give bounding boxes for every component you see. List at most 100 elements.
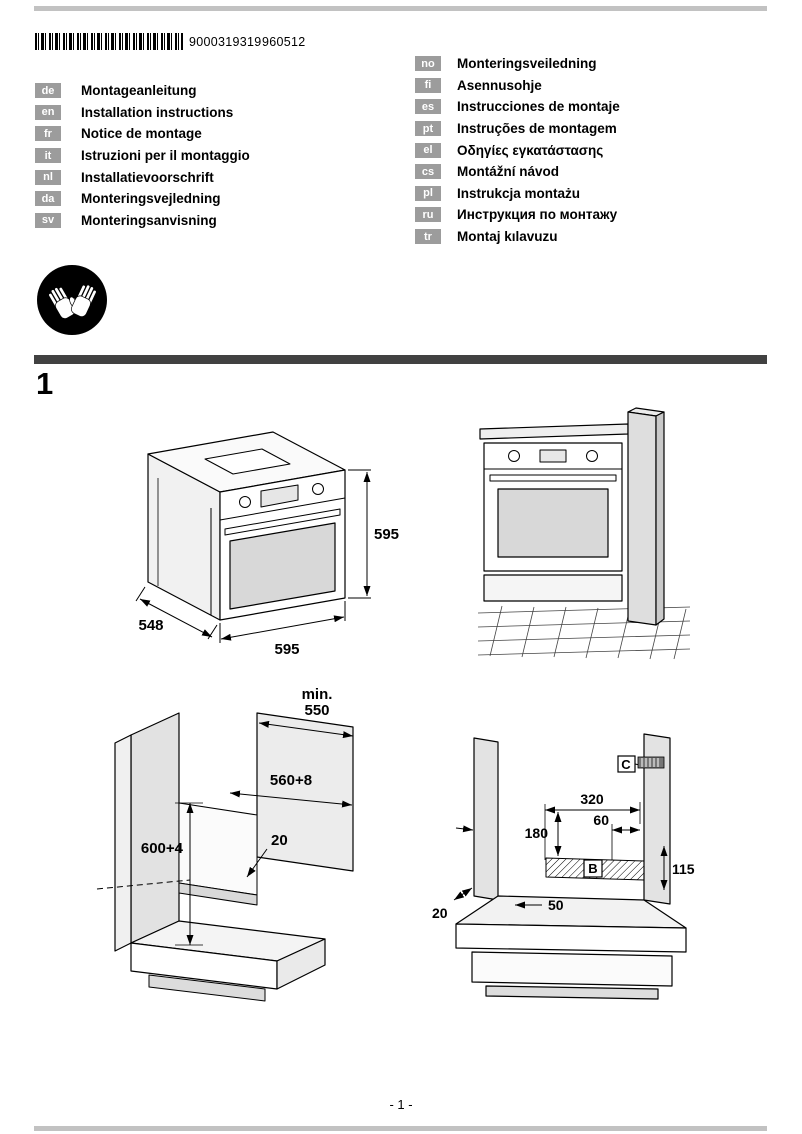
language-label: Installatievoorschrift: [81, 169, 214, 185]
control-knob: [508, 450, 520, 462]
language-code-badge: da: [35, 191, 61, 207]
language-label: Инструкция по монтажу: [457, 207, 618, 223]
display-window: [260, 484, 299, 508]
language-code-badge: fr: [35, 126, 61, 142]
page-number: - 1 -: [389, 1097, 413, 1112]
base-drawer: [483, 574, 623, 602]
language-label: Monteringsveiledning: [457, 56, 597, 72]
wall-column-side: [655, 411, 665, 626]
language-row: pl Instrukcja montażu: [415, 183, 620, 205]
section-divider: [34, 355, 767, 364]
dim-width-label: 595: [274, 641, 299, 658]
language-label: Monteringsvejledning: [81, 191, 221, 207]
language-code-badge: es: [415, 99, 441, 115]
language-label: Οδηγίες εγκατάστασης: [457, 142, 604, 158]
cabinet-drawing: [114, 712, 354, 1002]
plinth: [485, 985, 659, 1000]
figure-number: 1: [36, 366, 54, 401]
door-glass: [497, 488, 609, 558]
left-panel-edge: [114, 734, 132, 952]
door-glass: [229, 522, 336, 610]
dimension-lines: [175, 720, 354, 946]
dim-320-label: 320: [580, 791, 604, 807]
language-code-badge: pl: [415, 185, 441, 201]
shelf-front: [455, 923, 687, 953]
fig-niche-section: 320 60 180 115 20 50 B C: [432, 733, 695, 1000]
language-code-badge: pt: [415, 121, 441, 137]
builtin-drawing: [479, 407, 665, 626]
oven-top-cutout: [204, 448, 291, 475]
language-label: Notice de montage: [81, 126, 202, 142]
language-code-badge: it: [35, 148, 61, 164]
barcode: [35, 33, 183, 50]
control-knob: [586, 450, 598, 462]
dim-rear-gap-label: 20: [271, 832, 288, 849]
dim-depth-label: 548: [138, 617, 163, 634]
barcode-number: 9000319319: [189, 35, 262, 49]
dim-niche-width-label: 560+8: [270, 772, 312, 789]
dimension-lines: [453, 802, 668, 909]
cabinet-base-side: [276, 938, 326, 990]
language-code-badge: en: [35, 104, 61, 120]
language-row: da Monteringsvejledning: [35, 188, 250, 210]
dim-180-label: 180: [525, 825, 549, 841]
labels: [583, 755, 665, 878]
language-code-badge: de: [35, 83, 61, 99]
language-label: Montageanleitung: [81, 83, 197, 99]
language-label: Montaj kılavuzu: [457, 229, 558, 245]
language-code-badge: sv: [35, 212, 61, 228]
glove-shape: [48, 284, 97, 319]
language-label: Instrukcja montażu: [457, 185, 581, 201]
language-code-badge: fi: [415, 77, 441, 93]
niche-back: [178, 802, 258, 896]
control-knob: [312, 483, 324, 495]
dim-min-label: min.: [302, 686, 333, 703]
dim-50-label: 50: [548, 897, 564, 913]
label-b: B: [588, 861, 597, 876]
language-code-badge: el: [415, 142, 441, 158]
dim-20-label: 20: [432, 905, 448, 921]
language-label: Installation instructions: [81, 104, 234, 120]
door-handle: [224, 508, 341, 536]
language-row: tr Montaj kılavuzu: [415, 226, 620, 248]
label-c: C: [621, 757, 631, 772]
print-code: 960512: [262, 35, 306, 49]
left-panel: [473, 737, 499, 901]
language-row: de Montageanleitung: [35, 80, 250, 102]
left-panel-inner: [130, 712, 180, 944]
fig-oven-isometric: 595 595 548: [135, 431, 399, 658]
base-front: [471, 951, 673, 987]
language-row: el Οδηγίες εγκατάστασης: [415, 139, 620, 161]
language-code-badge: nl: [35, 169, 61, 185]
dim-60-label: 60: [593, 812, 609, 828]
language-code-badge: tr: [415, 229, 441, 245]
language-row: no Monteringsveiledning: [415, 53, 620, 75]
language-label: Montážní návod: [457, 164, 559, 180]
language-row: nl Installatievoorschrift: [35, 166, 250, 188]
language-row: it Istruzioni per il montaggio: [35, 145, 250, 167]
top-rule: [34, 6, 767, 11]
door-handle: [489, 474, 617, 482]
language-code-badge: ru: [415, 207, 441, 223]
dim-height-label: 595: [374, 526, 399, 543]
gloves-icon: [37, 265, 107, 335]
language-label: Instruções de montagem: [457, 121, 617, 137]
rear-spacer-step: [178, 882, 258, 906]
fig-cabinet-niche: min. 550 560+8 600+4 20: [96, 686, 354, 1002]
dim-115-label: 115: [672, 861, 695, 877]
dim-depth-label: 550: [304, 702, 329, 719]
rating-plate-icon: [637, 756, 665, 769]
language-code-badge: no: [415, 56, 441, 72]
dimension-lines: [135, 469, 371, 643]
plinth: [148, 974, 266, 1002]
language-row: fr Notice de montage: [35, 123, 250, 145]
dim-niche-height-label: 600+4: [141, 840, 184, 857]
bottom-rule: [34, 1126, 767, 1131]
language-label: Istruzioni per il montaggio: [81, 148, 250, 164]
display-window: [539, 449, 567, 463]
section-drawing: [455, 733, 687, 1000]
